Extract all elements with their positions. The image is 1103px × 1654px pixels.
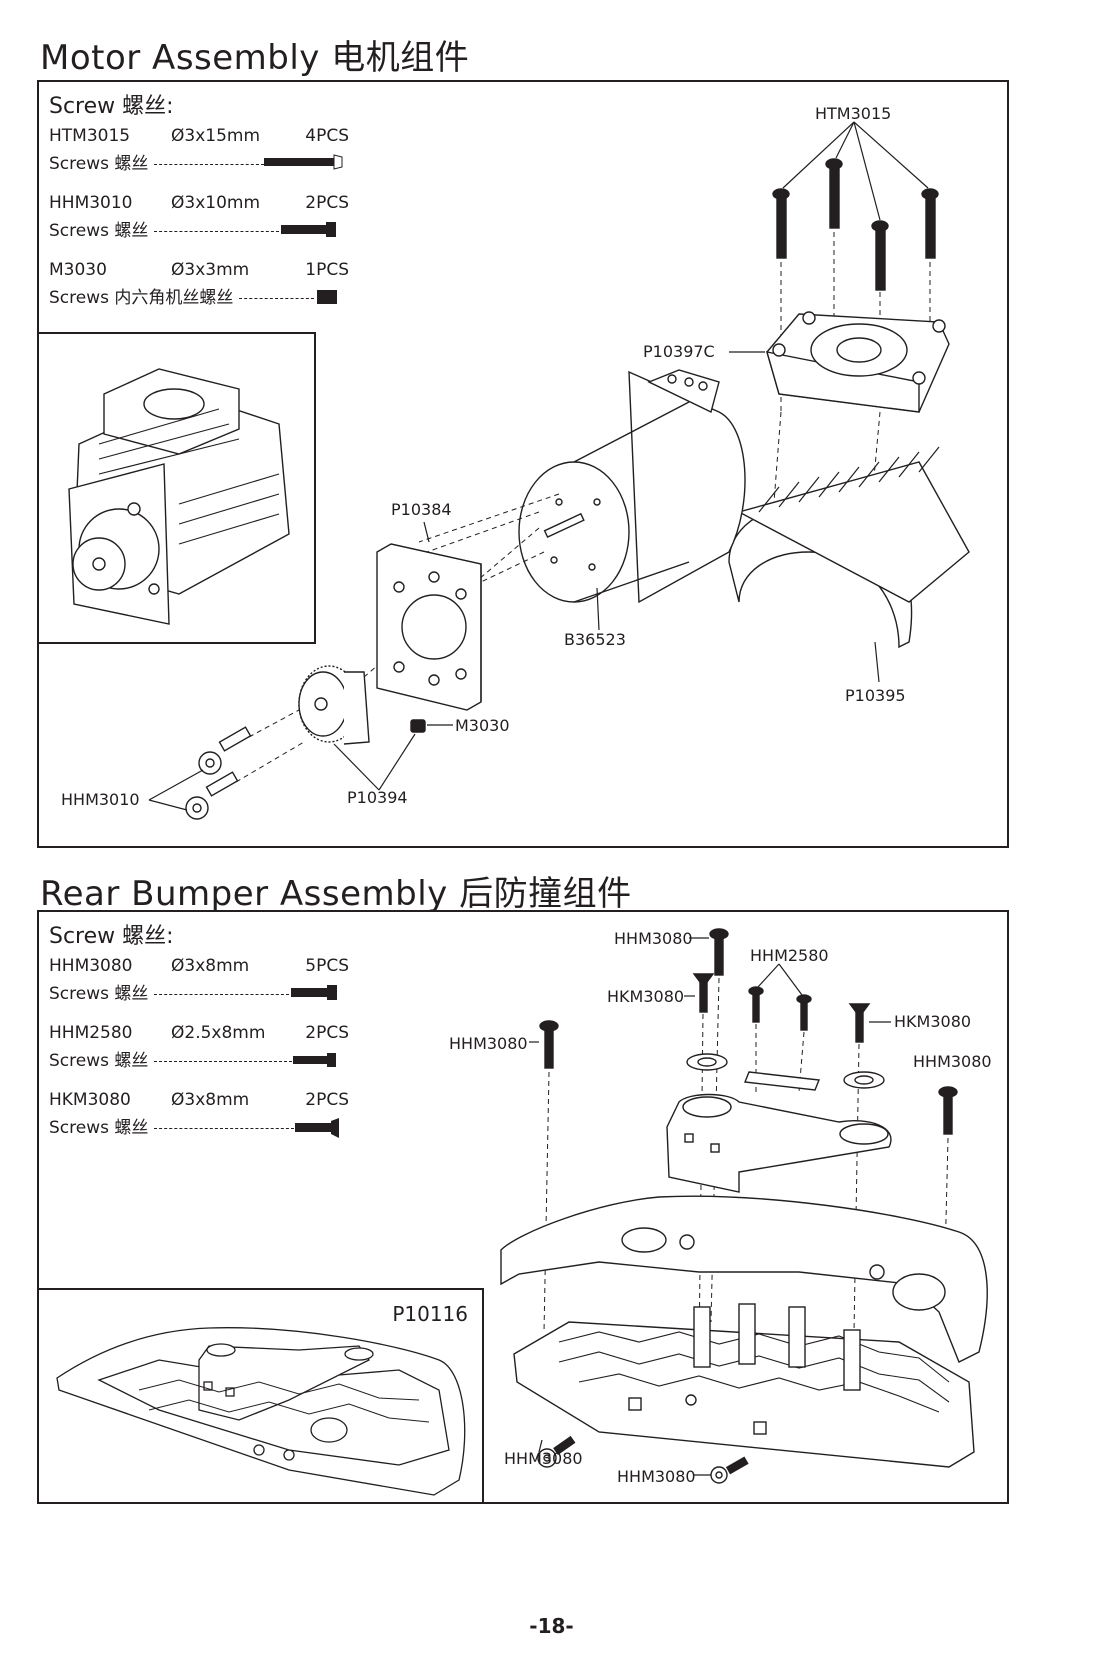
label-hkm3080-right: HKM3080 bbox=[894, 1012, 972, 1031]
leader-dash bbox=[154, 231, 279, 232]
screw-qty: 2PCS bbox=[305, 193, 349, 213]
hhm3080-screw-icon bbox=[291, 985, 337, 1000]
leader-dash bbox=[154, 994, 289, 995]
heatsink bbox=[728, 446, 970, 649]
hhm3010-screws bbox=[185, 726, 252, 820]
motor-screw-list: Screw 螺丝: HTM3015 Ø3x15mm 4PCS Screws 螺丝… bbox=[49, 96, 349, 316]
screw-caption: Screws 螺丝 bbox=[49, 1051, 149, 1071]
motor-frame: Screw 螺丝: HTM3015 Ø3x15mm 4PCS Screws 螺丝… bbox=[37, 80, 1009, 848]
screw-code: HHM3080 bbox=[49, 956, 133, 976]
screw-spec-m3030: M3030 Ø3x3mm 1PCS Screws 内六角机丝螺丝 bbox=[49, 262, 349, 318]
label-hhm3080-right: HHM3080 bbox=[913, 1052, 992, 1071]
bumper-screws bbox=[539, 928, 958, 1135]
screw-qty: 1PCS bbox=[305, 260, 349, 280]
screw-caption: Screws 内六角机丝螺丝 bbox=[49, 288, 234, 308]
screw-spec-htm3015: HTM3015 Ø3x15mm 4PCS Screws 螺丝 bbox=[49, 128, 349, 184]
bumper-frame: Screw 螺丝: HHM3080 Ø3x8mm 5PCS Screws 螺丝 … bbox=[37, 910, 1009, 1504]
leader-dash bbox=[154, 1061, 292, 1062]
label-hhm3080-top: HHM3080 bbox=[614, 929, 693, 948]
bumper-section-title: Rear Bumper Assembly 后防撞组件 bbox=[40, 874, 632, 914]
leader-dash bbox=[154, 164, 264, 165]
label-hhm3080-bottom2: HHM3080 bbox=[617, 1467, 696, 1486]
screw-caption: Screws 螺丝 bbox=[49, 221, 149, 241]
screw-size: Ø3x3mm bbox=[171, 260, 250, 280]
screw-spec-hhm3080: HHM3080 Ø3x8mm 5PCS Screws 螺丝 bbox=[49, 958, 349, 1014]
m3030-grub bbox=[410, 719, 426, 733]
label-htm3015: HTM3015 bbox=[815, 104, 892, 123]
fan bbox=[766, 311, 950, 413]
assembled-bumper-illustration bbox=[56, 1327, 466, 1496]
label-p10397c: P10397C bbox=[643, 342, 715, 361]
label-p10395: P10395 bbox=[845, 686, 906, 705]
label-p10394: P10394 bbox=[347, 788, 408, 807]
screw-qty: 2PCS bbox=[305, 1090, 349, 1110]
m3030-grub-screw-icon bbox=[317, 290, 337, 304]
screw-spec-hhm3010: HHM3010 Ø3x10mm 2PCS Screws 螺丝 bbox=[49, 195, 349, 251]
screw-code: HTM3015 bbox=[49, 126, 131, 146]
label-b36523: B36523 bbox=[564, 630, 626, 649]
label-hhm3080-left: HHM3080 bbox=[449, 1034, 528, 1053]
hhm2580-screw-icon bbox=[293, 1053, 336, 1067]
screw-size: Ø3x15mm bbox=[171, 126, 261, 146]
bumper-screw-list: Screw 螺丝: HHM3080 Ø3x8mm 5PCS Screws 螺丝 … bbox=[49, 926, 349, 1146]
label-p10384: P10384 bbox=[391, 500, 452, 519]
bumper-exploded-diagram bbox=[500, 928, 988, 1484]
label-p10116: P10116 bbox=[392, 1302, 468, 1326]
label-m3030: M3030 bbox=[455, 716, 510, 735]
htm3015-screw-icon bbox=[264, 154, 343, 170]
bottom-screws bbox=[537, 1435, 749, 1484]
screw-caption: Screws 螺丝 bbox=[49, 154, 149, 174]
screw-code: M3030 bbox=[49, 260, 107, 280]
screw-qty: 5PCS bbox=[305, 956, 349, 976]
hhm3010-screw-icon bbox=[281, 222, 336, 237]
motor-exploded-diagram bbox=[148, 121, 970, 820]
screw-qty: 4PCS bbox=[305, 126, 349, 146]
motor-can bbox=[518, 369, 746, 604]
screw-size: Ø3x10mm bbox=[171, 193, 261, 213]
label-hhm3080-bottom1: HHM3080 bbox=[504, 1449, 583, 1468]
motor-assembled-inset bbox=[37, 332, 316, 644]
screw-spec-hkm3080: HKM3080 Ø3x8mm 2PCS Screws 螺丝 bbox=[49, 1092, 349, 1148]
label-hkm3080-left: HKM3080 bbox=[607, 987, 685, 1006]
label-hhm3010: HHM3010 bbox=[61, 790, 140, 809]
screw-code: HKM3080 bbox=[49, 1090, 131, 1110]
htm3015-screws bbox=[772, 158, 939, 291]
motor-section-title: Motor Assembly 电机组件 bbox=[40, 38, 470, 78]
motor-screw-heading: Screw 螺丝: bbox=[49, 94, 174, 119]
screw-qty: 2PCS bbox=[305, 1023, 349, 1043]
assembled-motor-illustration bbox=[68, 368, 290, 625]
screw-caption: Screws 螺丝 bbox=[49, 984, 149, 1004]
leader-dash bbox=[154, 1128, 294, 1129]
leader-dash bbox=[239, 298, 314, 299]
bumper-screw-heading: Screw 螺丝: bbox=[49, 924, 174, 949]
screw-code: HHM2580 bbox=[49, 1023, 133, 1043]
screw-size: Ø2.5x8mm bbox=[171, 1023, 266, 1043]
screw-spec-hhm2580: HHM2580 Ø2.5x8mm 2PCS Screws 螺丝 bbox=[49, 1025, 349, 1081]
screw-caption: Screws 螺丝 bbox=[49, 1118, 149, 1138]
page-number: -18- bbox=[529, 1614, 574, 1638]
bumper-assembled-inset: P10116 bbox=[37, 1288, 484, 1504]
screw-size: Ø3x8mm bbox=[171, 956, 250, 976]
hkm3080-screw-icon bbox=[295, 1118, 339, 1138]
motor-plate bbox=[376, 543, 482, 711]
screw-code: HHM3010 bbox=[49, 193, 133, 213]
screw-size: Ø3x8mm bbox=[171, 1090, 250, 1110]
label-hhm2580: HHM2580 bbox=[750, 946, 829, 965]
pinion-gear bbox=[298, 665, 370, 745]
